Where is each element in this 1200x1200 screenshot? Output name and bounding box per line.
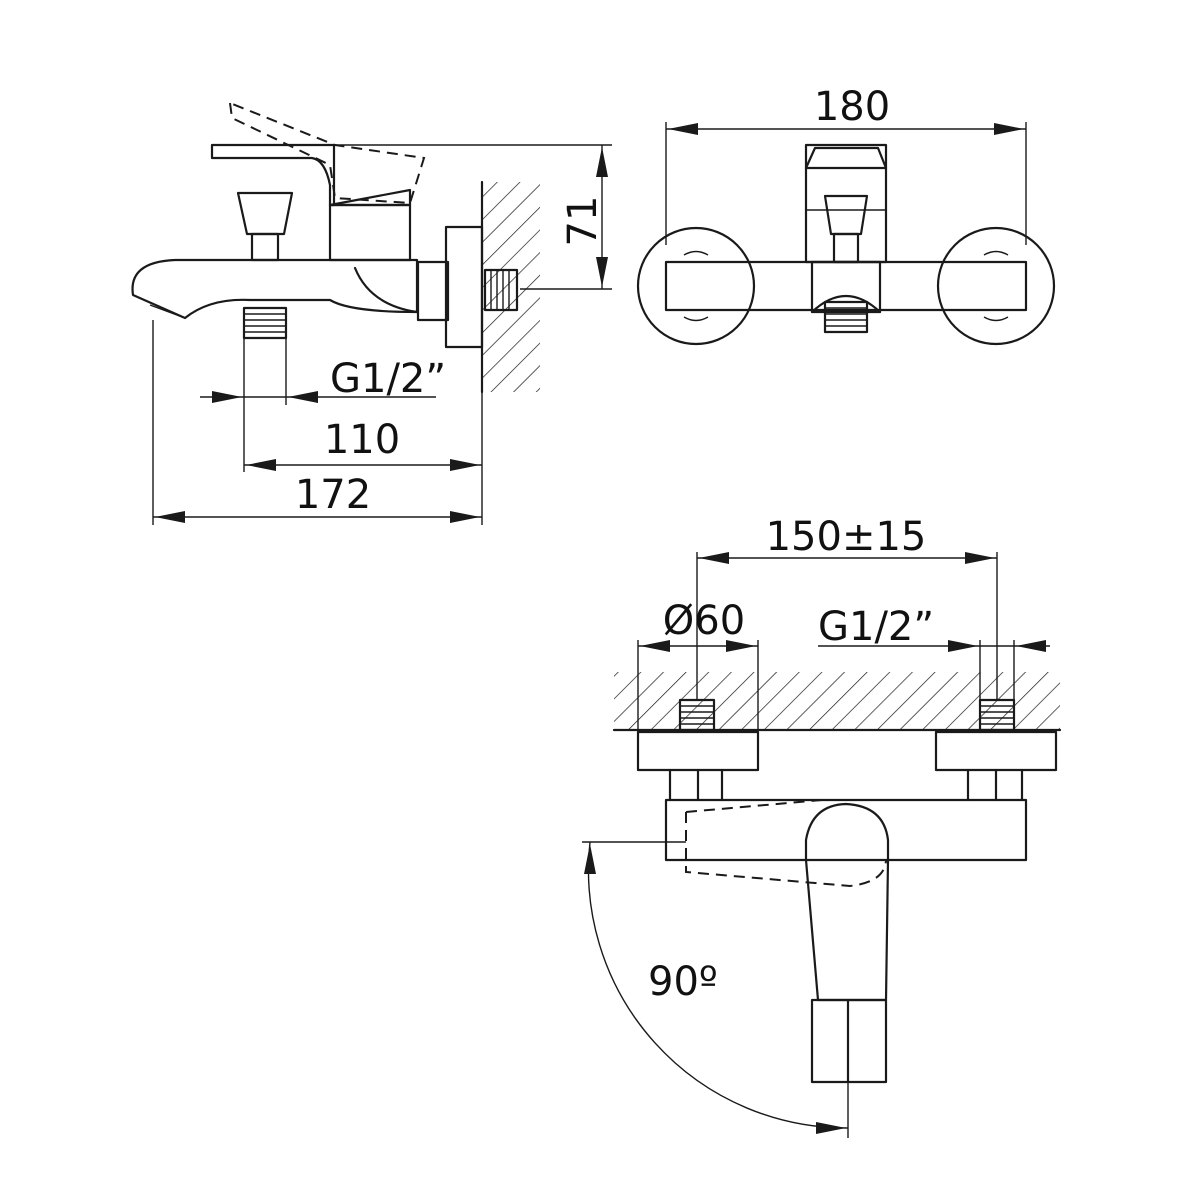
front-rosette-right	[936, 226, 1056, 346]
rotation-label: 90º	[648, 959, 718, 1005]
spout-body	[131, 258, 419, 320]
top-centers-label: 150±15	[766, 514, 927, 560]
side-height-label: 71	[560, 196, 606, 247]
top-flange-diameter-label: Ø60	[663, 598, 745, 644]
diverter-knob	[236, 191, 294, 236]
front-rosette-left	[636, 226, 756, 346]
hose-outlet-thread	[242, 306, 288, 340]
side-lever	[210, 143, 336, 207]
side-length-overall-label: 172	[295, 472, 371, 518]
top-thread-label: G1/2”	[818, 604, 934, 650]
top-lever	[804, 802, 890, 1002]
side-length-inner-label: 110	[324, 417, 400, 463]
front-outlet-thread	[823, 300, 869, 334]
side-view: 71 G1/2” 110 172	[131, 101, 612, 525]
rotation-arc	[587, 841, 849, 1129]
side-lever-raised	[228, 101, 426, 205]
side-inlet-thread	[483, 268, 519, 312]
top-body	[664, 798, 1028, 862]
front-view: 180	[636, 84, 1056, 346]
top-lever-rotated	[685, 799, 887, 888]
side-thread-label: G1/2”	[330, 356, 446, 402]
front-diverter-knob	[823, 194, 869, 236]
top-view: 90º 150±15 Ø60 G1/2”	[582, 514, 1062, 1138]
front-width-label: 180	[814, 84, 890, 130]
